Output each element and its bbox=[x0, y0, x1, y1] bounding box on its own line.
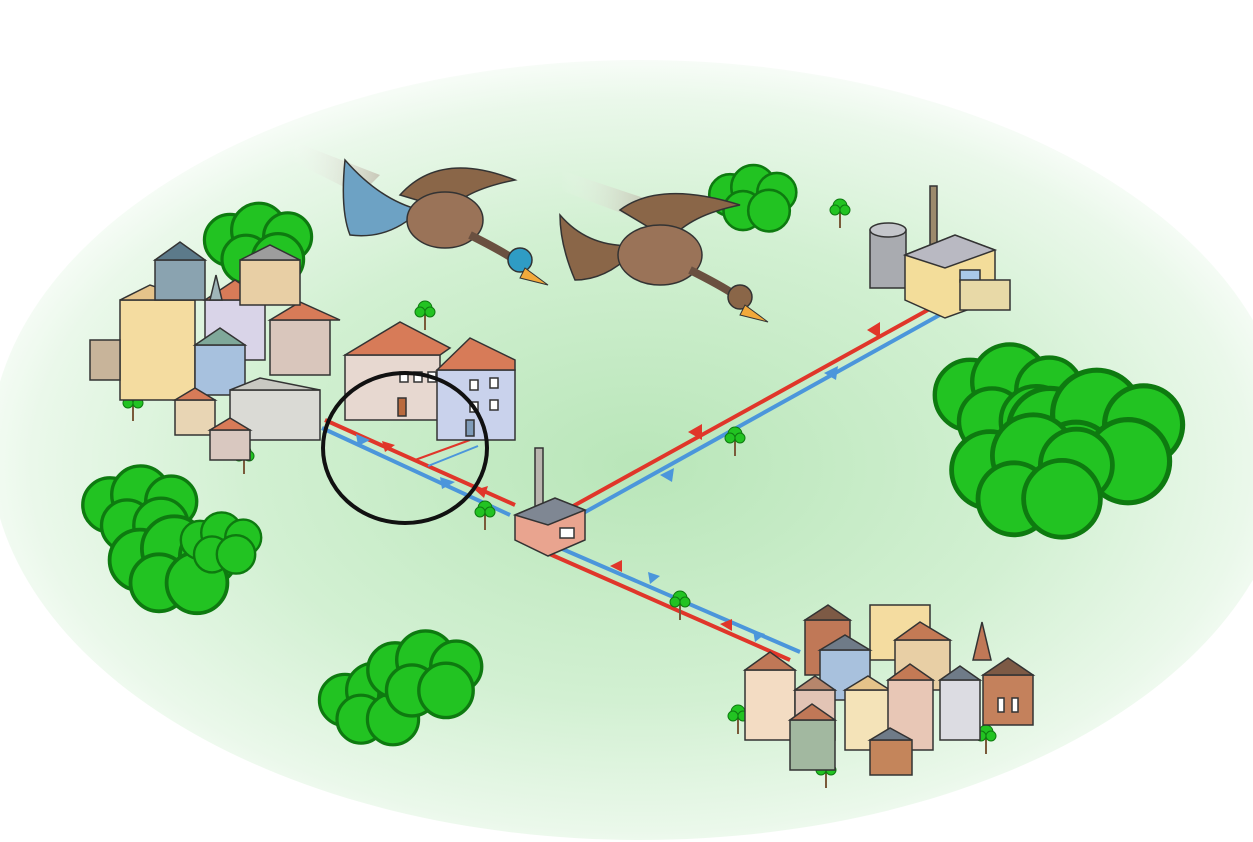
silo-icon bbox=[870, 223, 906, 288]
house-icon bbox=[120, 285, 195, 400]
